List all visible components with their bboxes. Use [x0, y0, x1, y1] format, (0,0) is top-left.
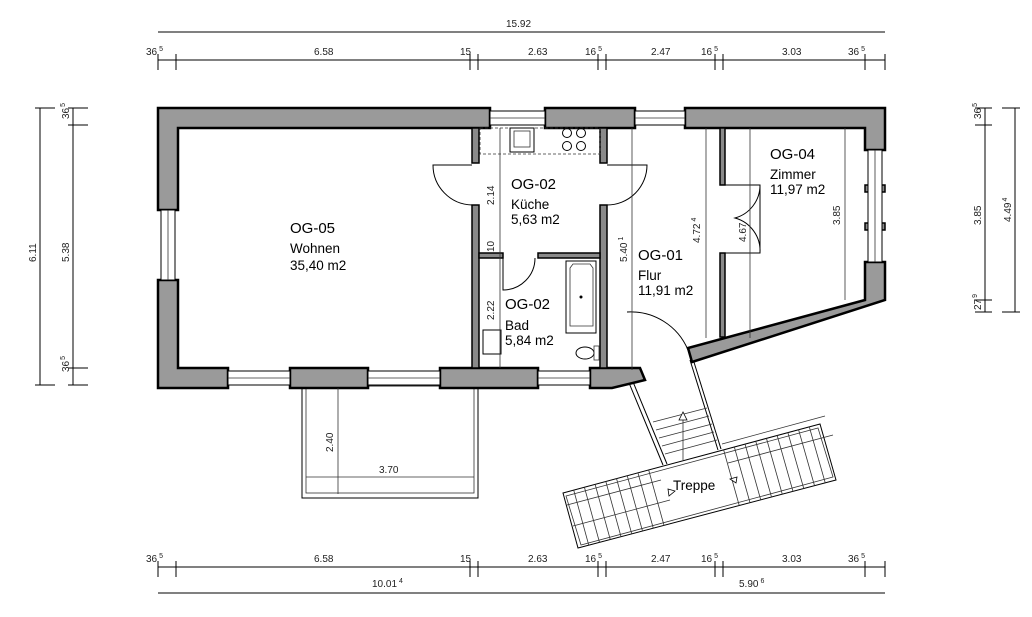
- dim-total-width: 15.92: [506, 19, 531, 30]
- stair-tread: [637, 472, 654, 529]
- dimension-label: 6.58: [314, 554, 334, 565]
- svg-text:5,63 m2: 5,63 m2: [511, 212, 560, 227]
- stair-tread: [584, 487, 600, 543]
- dim-balcony-width: 3.70: [379, 465, 399, 476]
- dimension-left: 6.11 5.38 365 365: [28, 103, 88, 386]
- interior-walls: [471, 127, 726, 369]
- stair-tread: [573, 490, 590, 546]
- dimension-label: 15: [460, 47, 472, 58]
- dim-flur-width: 4.724: [691, 218, 703, 243]
- room-label-wohnen: OG-05 Wohnen 35,40 m2: [290, 220, 346, 273]
- dim-467: 4.67: [738, 222, 749, 242]
- bath-fixtures: [482, 260, 600, 361]
- svg-text:11,97 m2: 11,97 m2: [770, 182, 825, 197]
- dim-left-top: 365: [60, 103, 72, 119]
- dim-right-top: 365: [972, 103, 984, 119]
- stair-tread: [733, 446, 751, 503]
- dim-left-bottom: 365: [60, 356, 72, 372]
- svg-text:11,91 m2: 11,91 m2: [638, 283, 693, 298]
- dim-wall-10: 10: [486, 240, 497, 252]
- stair-tread: [766, 438, 783, 495]
- stair-tread: [755, 441, 772, 498]
- staircase: Treppe: [562, 358, 837, 549]
- doors: [432, 164, 761, 351]
- svg-text:5,84 m2: 5,84 m2: [505, 333, 554, 348]
- svg-text:Zimmer: Zimmer: [770, 167, 816, 182]
- dim-zimmer-height: 3.85: [832, 205, 843, 225]
- dim-right-mid: 3.85: [973, 205, 984, 225]
- stair-label: Treppe: [673, 478, 715, 493]
- room-label-bad: OG-02 Bad 5,84 m2: [505, 296, 554, 348]
- room-label-flur: OG-01 Flur 11,91 m2: [638, 247, 693, 298]
- dimension-right: 365 3.85 279 4.494: [972, 103, 1020, 313]
- dimension-label: 3.03: [782, 554, 802, 565]
- room-label-kueche: OG-02 Küche 5,63 m2: [511, 176, 560, 227]
- inner-dimensions: 2.14 10 2.22 5.401 4.724 4.67 3.85 2.40 …: [306, 128, 846, 494]
- stair-tread: [626, 475, 643, 532]
- dimension-label: 2.63: [528, 554, 548, 565]
- svg-text:Bad: Bad: [505, 318, 529, 333]
- stair-tread: [776, 435, 794, 492]
- svg-text:Flur: Flur: [638, 268, 662, 283]
- stair-tread: [787, 432, 805, 489]
- svg-text:OG-04: OG-04: [770, 146, 815, 163]
- stair-tread: [808, 426, 826, 483]
- dim-left-inner: 5.38: [61, 242, 72, 262]
- stair-tread: [744, 444, 762, 500]
- room-label-zimmer: OG-04 Zimmer 11,97 m2: [770, 146, 825, 197]
- dim-right-bottom: 279: [972, 294, 984, 310]
- windows: [160, 110, 883, 386]
- dim-balcony-depth: 2.40: [325, 432, 336, 452]
- dim-left-total: 6.11: [28, 243, 39, 262]
- dimension-label: 6.58: [314, 47, 334, 58]
- svg-text:OG-05: OG-05: [290, 220, 335, 237]
- dim-flur-length: 5.401: [618, 237, 630, 262]
- svg-text:OG-02: OG-02: [511, 176, 556, 193]
- svg-text:Küche: Küche: [511, 197, 549, 212]
- stair-tread: [594, 484, 611, 540]
- kitchen-fixtures: [479, 127, 601, 155]
- dimension-label: 15: [460, 554, 472, 565]
- svg-text:OG-01: OG-01: [638, 247, 683, 264]
- svg-text:Wohnen: Wohnen: [290, 241, 340, 256]
- dimension-label: 2.47: [651, 554, 671, 565]
- dim-right-total: 4.494: [1002, 198, 1014, 222]
- stair-tread: [798, 429, 815, 486]
- stair-tread: [723, 449, 740, 506]
- dimension-label: 3.03: [782, 47, 802, 58]
- stair-tread: [648, 469, 665, 526]
- dim-bath-depth: 2.22: [486, 300, 497, 320]
- balcony: [301, 385, 479, 499]
- svg-text:35,40 m2: 35,40 m2: [290, 258, 346, 273]
- stair-tread: [605, 481, 622, 537]
- dimension-label: 2.63: [528, 47, 548, 58]
- svg-text:OG-02: OG-02: [505, 296, 550, 313]
- dimension-label: 2.47: [651, 47, 671, 58]
- dim-kitchen-depth: 2.14: [486, 185, 497, 205]
- stair-tread: [616, 478, 633, 534]
